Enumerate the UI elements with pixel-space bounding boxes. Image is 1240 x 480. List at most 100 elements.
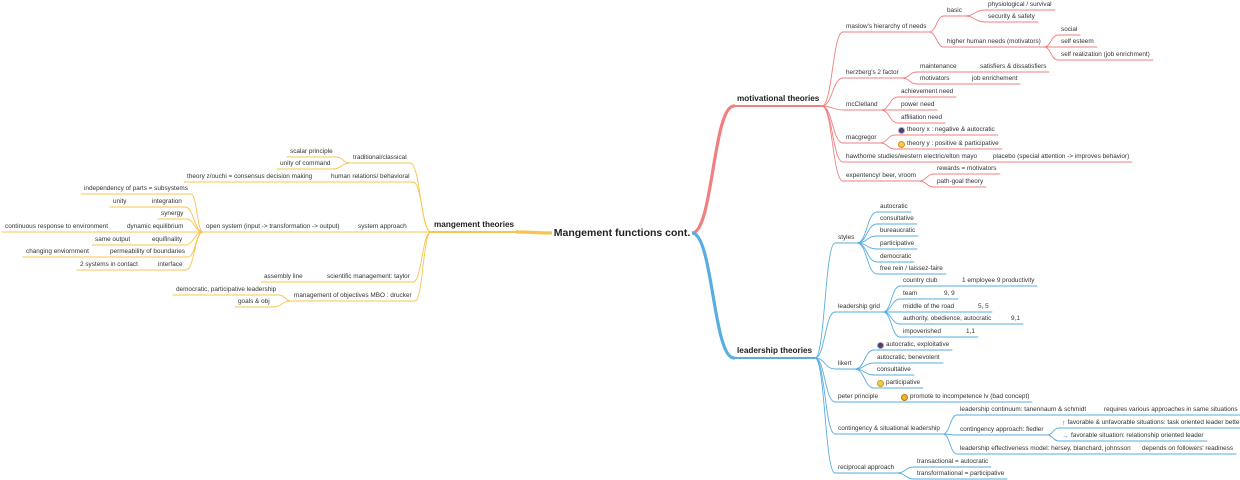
topic-consultative[interactable]: consultative [880,215,914,223]
topic-reciprocal-approach[interactable]: reciprocal approach [838,464,894,472]
topic-likert[interactable]: likert [838,360,852,368]
topic-continuous-response-to-environment[interactable]: continuous response to environment [5,223,108,231]
topic-job-enrichement[interactable]: job enrichement [972,75,1017,83]
topic-motivators[interactable]: motivators [920,75,949,83]
topic-self-esteem[interactable]: self esteem [1061,38,1094,46]
topic-peter-principle[interactable]: peter principle [838,393,878,401]
topic-independency-of-parts-subsystems[interactable]: independency of parts = subsystems [84,185,188,193]
topic-herzberg-s-2-factor[interactable]: herzberg's 2 factor [846,69,899,77]
topic-system-approach[interactable]: system approach [358,223,407,231]
topic-physiological-survival[interactable]: physiological / survival [988,1,1052,9]
topic-text: consultative [877,366,911,373]
topic-text: theory x : negative & autocratic [907,126,995,133]
topic-country-club[interactable]: country club [903,277,937,285]
topic-leadership-continuum-tanennaum-schmidt[interactable]: leadership continuum: tanennaum & schmid… [960,406,1086,414]
topic-consultative[interactable]: consultative [877,366,911,374]
topic-text: power need [901,101,935,108]
topic-mcclelland[interactable]: mcClelland [846,101,878,109]
topic-security-safety[interactable]: security & safety [988,13,1035,21]
topic-open-system-input-transformation-output[interactable]: open system (input -> transformation -> … [206,223,340,231]
topic-text: favorable situation: relationship orient… [1071,432,1204,439]
topic-text: motivational theories [737,94,820,103]
topic-achievement-need[interactable]: achievement need [901,88,953,96]
topic-contingency-approach-fiedler[interactable]: contingency approach: fiedler [960,426,1044,434]
topic-permeability-of-boundaries[interactable]: permeability of boundaries [110,248,185,256]
topic-same-output[interactable]: same output [95,236,130,244]
topic-leadership-effectiveness-model-hersey-bl[interactable]: leadership effectiveness model: hersey, … [960,445,1131,453]
topic-assembly-line[interactable]: assembly line [264,273,303,281]
topic-scientific-management-taylor[interactable]: scientific management: taylor [327,273,410,281]
topic-path-goal-theory[interactable]: path-goal theory [937,178,983,186]
topic-affiliation-need[interactable]: affiliation need [901,114,942,122]
topic-autocratic[interactable]: autocratic [880,203,908,211]
branch-mangement-theories[interactable]: mangement theories [434,220,514,230]
topic-equifinality[interactable]: equifinality [152,236,182,244]
topic-5-5[interactable]: 5, 5 [978,303,989,311]
topic-unity[interactable]: unity [113,198,127,206]
topic-dynamic-equilibrium[interactable]: dynamic equilibrium [127,223,183,231]
topic-integration[interactable]: integration [152,198,182,206]
topic-2-systems-in-contact[interactable]: 2 systems in contact [80,261,138,269]
topic-social[interactable]: social [1061,26,1077,34]
topic-1-employee-9-productivity[interactable]: 1 employee 9 productivity [962,277,1034,285]
topic-participative[interactable]: participative [880,240,914,248]
topic-democratic[interactable]: democratic [880,253,911,261]
topic-theory-z-ouchi-consensus-decision-making[interactable]: theory z/ouchi = consensus decision maki… [187,173,312,181]
topic-participative[interactable]: participative [877,379,920,387]
topic-self-realization-job-enrichment[interactable]: self realization (job enrichment) [1061,51,1150,59]
topic-9-9[interactable]: 9, 9 [944,290,955,298]
topic-rewards-motivators[interactable]: rewards = motivators [937,165,997,173]
topic-expentency-beer-vroom[interactable]: expentency/ beer, vroom [846,172,916,180]
branch-leadership-theories[interactable]: leadership theories [737,346,812,356]
topic-depends-on-followers-readiness[interactable]: depends on followers' readiness [1142,445,1233,453]
topic-changing-enviornment[interactable]: changing enviornment [26,248,89,256]
topic-placebo-special-attention-improves-behav[interactable]: placebo (special attention -> improves b… [993,153,1129,161]
topic-team[interactable]: team [903,290,917,298]
topic-favorable-unfavorable-situations-task-or[interactable]: ↑favorable & unfavorable situations: tas… [1062,419,1240,427]
topic-impoverished[interactable]: impoverished [903,328,941,336]
topic-styles[interactable]: styles [838,234,854,242]
topic-management-of-objectives-mbo-drucker[interactable]: management of objectives MBO : drucker [294,292,412,300]
topic-theory-x-negative-autocratic[interactable]: theory x : negative & autocratic [898,126,995,134]
topic-power-need[interactable]: power need [901,101,934,109]
topic-maslow-s-hierarchy-of-needs[interactable]: maslow's hierarchy of needs [846,23,926,31]
topic-promote-to-incompetence-lv-bad-concept[interactable]: promote to incompetence lv (bad concept) [901,393,1029,401]
topic-requires-various-approaches-in-same-situ[interactable]: requires various approaches in same situ… [1104,406,1238,414]
link-democratic-participative-leadership [278,294,292,302]
topic-text: maslow's hierarchy of needs [846,23,927,30]
link-autocratic [856,211,878,244]
topic-free-rein-laissez-faire[interactable]: free rein / laissez-faire [880,265,943,273]
link-leadership-grid [814,311,836,359]
topic-interface[interactable]: interface [158,261,183,269]
topic-scalar-principle[interactable]: scalar principle [290,148,333,156]
topic-9-1[interactable]: 9,1 [1011,315,1020,323]
topic-traditional-classical[interactable]: traditional/classical [353,154,407,162]
topic-transactional-autocratic[interactable]: transactional = autocratic [917,458,988,466]
topic-unity-of-command[interactable]: unity of command [280,160,330,168]
topic-autocratic-exploitative[interactable]: autocratic, exploitative [877,341,949,349]
topic-1-1[interactable]: 1,1 [966,328,975,336]
topic-satisfiers-dissatisfiers[interactable]: satisfiers & dissatisfiers [980,63,1046,71]
topic-goals-obj[interactable]: goals & obj [238,298,270,306]
topic-authority-obedience-autocratic[interactable]: authority, obedience, autocratic [903,315,991,323]
root-topic[interactable]: Mangement functions cont. [552,223,692,244]
topic-bureaucratic[interactable]: bureaucratic [880,227,915,235]
topic-synergy[interactable]: synergy [161,210,183,218]
topic-basic[interactable]: basic [947,7,962,15]
topic-autocratic-benevolent[interactable]: autocratic, benevolent [877,354,940,362]
topic-democratic-participative-leadership[interactable]: democratic, participative leadership [176,286,276,294]
topic-maintenance[interactable]: maintenance [920,63,957,71]
topic-middle-of-the-road[interactable]: middle of the road [903,303,954,311]
topic-leadership-grid[interactable]: leadership grid [838,303,880,311]
topic-higher-human-needs-motivators[interactable]: higher human needs (motivators) [947,38,1041,46]
branch-motivational-theories[interactable]: motivational theories [737,94,819,104]
topic-favorable-situation-relationship-oriente[interactable]: →favorable situation: relationship orien… [1062,432,1204,440]
topic-text: democratic, participative leadership [176,286,277,293]
topic-contingency-situational-leadership[interactable]: contingency & situational leadership [838,425,940,433]
topic-theory-y-positive-participative[interactable]: theory y : positive & participative [898,140,999,148]
topic-macgregor[interactable]: macgregor [846,134,877,142]
topic-transformational-participative[interactable]: transformational = participative [917,470,1004,478]
topic-human-relations-behavioral[interactable]: human relations/ behavioral [331,173,410,181]
topic-hawthorne-studies-western-electric-elton[interactable]: hawthorne studies/western electric/elton… [846,153,977,161]
